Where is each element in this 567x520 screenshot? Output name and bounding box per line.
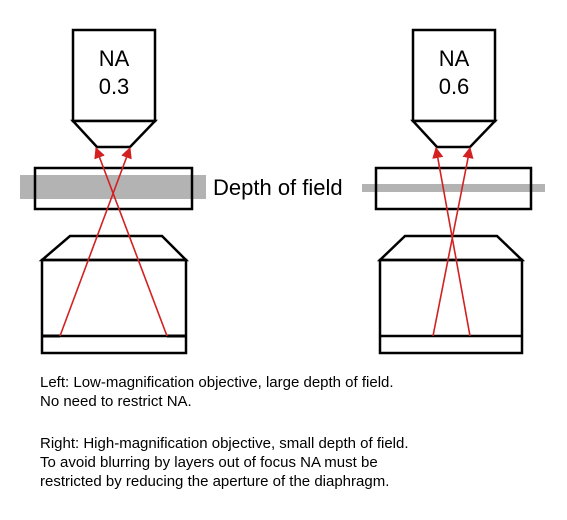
right-condenser-body [378, 258, 524, 355]
left-specimen-slide [33, 166, 194, 211]
left-ray-1 [59, 146, 132, 337]
left-setup: NA 0.3 [20, 28, 206, 355]
right-ray-2 [432, 146, 471, 337]
left-na-label: NA [99, 46, 130, 71]
caption-right-line3: restricted by reducing the aperture of t… [40, 473, 390, 490]
right-ray-1 [432, 146, 474, 337]
right-setup: NA 0.6 [362, 28, 545, 355]
left-objective-body [71, 28, 157, 123]
caption-right-line2: To avoid blurring by layers out of focus… [40, 454, 378, 471]
left-na-value: 0.3 [99, 74, 130, 99]
left-objective-nose [70, 119, 158, 149]
caption-right-line1: Right: High-magnification objective, sma… [40, 435, 409, 452]
depth-of-field-label: Depth of field [213, 175, 343, 200]
left-condenser-body [40, 258, 188, 355]
right-depth-band [362, 184, 545, 192]
left-ray-2 [94, 146, 168, 337]
left-condenser-top [38, 234, 190, 262]
right-specimen-slide [374, 166, 533, 211]
right-na-value: 0.6 [439, 74, 470, 99]
right-na-label: NA [439, 46, 470, 71]
caption-left-line1: Left: Low-magnification objective, large… [40, 374, 394, 391]
caption-left-line2: No need to restrict NA. [40, 393, 192, 410]
right-objective-nose [410, 119, 498, 149]
